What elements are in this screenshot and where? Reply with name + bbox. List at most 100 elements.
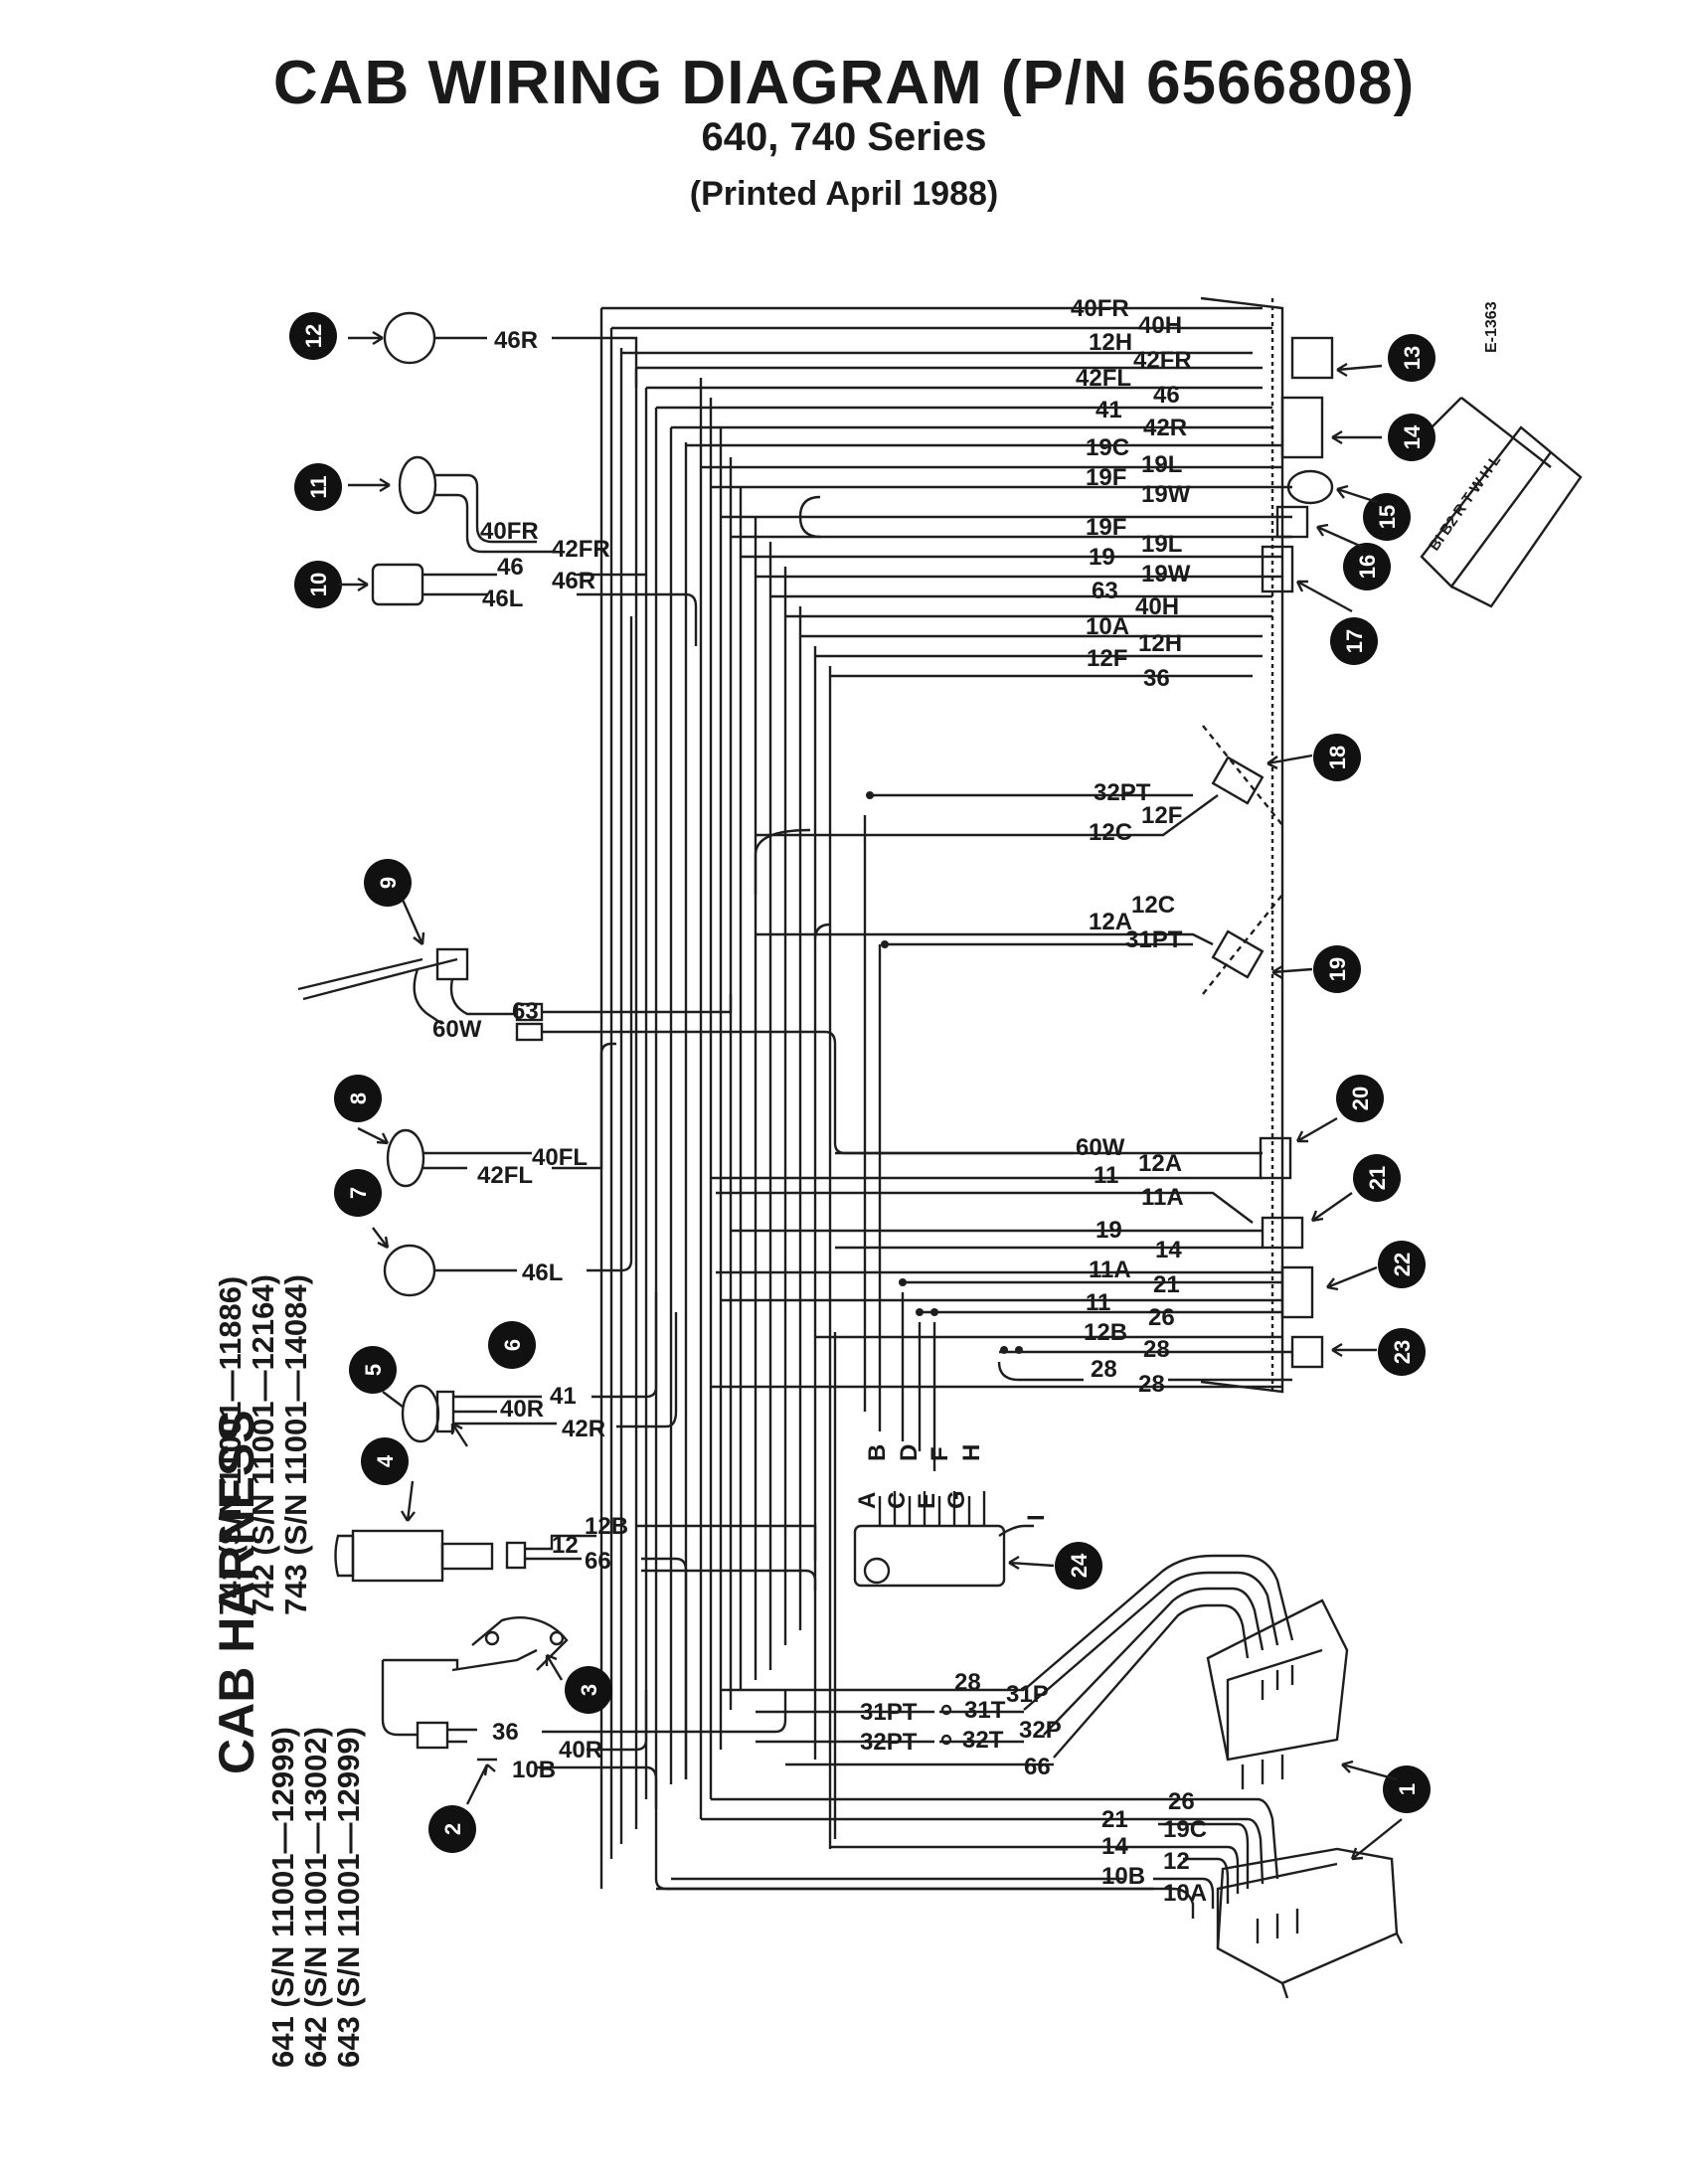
callout-number: 3: [577, 1684, 601, 1696]
wire-label-lower_right-7: 21: [1153, 1271, 1180, 1298]
callout-number: 7: [346, 1187, 371, 1199]
wire-label-switch18-2: 12C: [1089, 819, 1132, 846]
switch-21: [1261, 1216, 1304, 1250]
callout-4: 4: [361, 1437, 409, 1485]
switch-block-20-23: [1259, 1136, 1324, 1369]
harness-model-743: 743 (S/N 11001—14084): [278, 1274, 313, 1615]
callout-number: 22: [1390, 1253, 1415, 1276]
callout-11: 11: [294, 463, 342, 511]
switch-letter-E: E: [914, 1493, 940, 1509]
wire-label-connector1_top-7: 66: [1024, 1754, 1051, 1780]
lamp-5-6: [401, 1292, 678, 1443]
wire-label-wiper-1: 60W: [432, 1016, 482, 1043]
wire-label-top_right-2: 12H: [1089, 329, 1132, 356]
lamp-4: [334, 1524, 817, 1779]
callout-5: 5: [349, 1346, 397, 1394]
wire-label-top_right-20: 12F: [1087, 645, 1127, 672]
callout-17: 17: [1330, 617, 1378, 665]
lamp-7: [383, 616, 633, 1297]
switch-letter-F: F: [927, 1446, 953, 1461]
callout-18: 18: [1313, 734, 1361, 781]
switch-20: [1259, 1136, 1292, 1180]
wire-label-top_right-15: 19W: [1141, 561, 1191, 588]
wire-label-left_lamps-1: 40FR: [480, 518, 539, 545]
wire-label-lower_right-9: 26: [1148, 1304, 1175, 1331]
switch-letter-D: D: [896, 1444, 923, 1461]
callout-number: 24: [1067, 1553, 1092, 1578]
wire-label-top_right-7: 42R: [1143, 415, 1187, 441]
wire-label-switch18-0: 32PT: [1094, 779, 1151, 806]
wire-label-lamp4-1: 12: [552, 1532, 579, 1559]
callout-circle: [1330, 617, 1378, 665]
wire-label-lamp8-0: 40FL: [532, 1144, 588, 1171]
callout-3: 3: [565, 1666, 612, 1714]
callout-circle: [1378, 1241, 1426, 1288]
callout-circle: [1055, 1542, 1102, 1590]
wire-label-lower_right-4: 19: [1096, 1217, 1122, 1244]
callout-8: 8: [334, 1075, 382, 1122]
wire-label-connector1_bottom-2: 19C: [1163, 1816, 1207, 1843]
callout-24: 24: [1055, 1542, 1102, 1590]
wire-label-lower_right-11: 28: [1143, 1336, 1170, 1363]
wire-label-top_right-6: 41: [1096, 397, 1122, 423]
wire-label-top_right-9: 19L: [1141, 451, 1182, 478]
callout-circle: [1388, 334, 1435, 382]
callout-circle: [361, 1437, 409, 1485]
callout-7: 7: [334, 1169, 382, 1217]
callout-6: 6: [488, 1321, 536, 1369]
wire-label-top_right-12: 19F: [1086, 514, 1126, 541]
callout-number: 1: [1395, 1783, 1420, 1795]
callout-circle: [488, 1321, 536, 1369]
rocker-switch-detail: BI B2 R T W H L E-1363: [1420, 301, 1583, 608]
callout-circle: [294, 561, 342, 608]
callout-19: 19: [1313, 945, 1361, 993]
wire-label-switch19-2: 31PT: [1125, 926, 1183, 953]
wire-label-connector1_top-4: 32PT: [860, 1729, 918, 1756]
wire-label-top_right-0: 40FR: [1071, 295, 1129, 322]
callout-number: 21: [1365, 1166, 1390, 1190]
wire-label-lower_right-10: 12B: [1084, 1319, 1127, 1346]
wire-label-top_right-21: 36: [1143, 665, 1170, 692]
callout-number: 5: [361, 1364, 386, 1376]
harness-model-642: 642 (S/N 11001—13002): [298, 1727, 333, 2068]
harness-model-641: 641 (S/N 11001—12999): [265, 1727, 300, 2068]
wire-label-left_lamps-0: 46R: [494, 327, 538, 354]
callout-arrows: [338, 330, 1403, 1861]
switch-15: [1286, 469, 1334, 505]
callout-1: 1: [1383, 1765, 1431, 1813]
callout-circle: [428, 1805, 476, 1853]
callout-number: 10: [306, 573, 331, 596]
callout-circle: [1343, 543, 1391, 590]
lower-right-wires: [711, 1151, 1292, 1389]
rocker-terminal-labels: BI B2 R T W H L: [1426, 452, 1504, 555]
wire-label-lamp8-1: 42FL: [477, 1162, 533, 1189]
callout-10: 10: [294, 561, 342, 608]
wire-label-wiper3-2: 10B: [512, 1757, 556, 1783]
wire-label-switch18-1: 12F: [1141, 802, 1182, 829]
callout-number: 23: [1390, 1340, 1415, 1364]
wire-label-lamp5-1: 40R: [500, 1396, 544, 1423]
wire-label-connector1_top-1: 31PT: [860, 1699, 918, 1726]
wire-label-connector1_bottom-4: 12: [1163, 1848, 1190, 1875]
wire-label-top_right-5: 46: [1153, 382, 1180, 409]
wire-label-top_right-11: 19W: [1141, 481, 1191, 508]
callout-circle: [1378, 1328, 1426, 1376]
callout-circle: [334, 1169, 382, 1217]
ignition-switch-24: [853, 1491, 1034, 1588]
callout-22: 22: [1378, 1241, 1426, 1288]
lamp-11: [398, 455, 601, 554]
wire-label-connector1_bottom-6: 10A: [1163, 1880, 1207, 1907]
wire-label-connector1_top-5: 32T: [962, 1727, 1004, 1754]
wire-label-top_right-10: 19F: [1086, 464, 1126, 491]
callout-number: 6: [500, 1339, 525, 1351]
wire-label-top_right-14: 19: [1089, 544, 1115, 571]
callout-21: 21: [1353, 1154, 1401, 1202]
wire-label-lamp5-2: 42R: [562, 1416, 605, 1442]
wire-label-lower_right-6: 11A: [1089, 1257, 1131, 1283]
wire-label-top_right-16: 63: [1092, 578, 1118, 604]
wire-label-lamp4-2: 66: [585, 1548, 611, 1575]
callout-number: 14: [1400, 424, 1425, 449]
wire-label-connector1_top-2: 31T: [964, 1697, 1006, 1724]
